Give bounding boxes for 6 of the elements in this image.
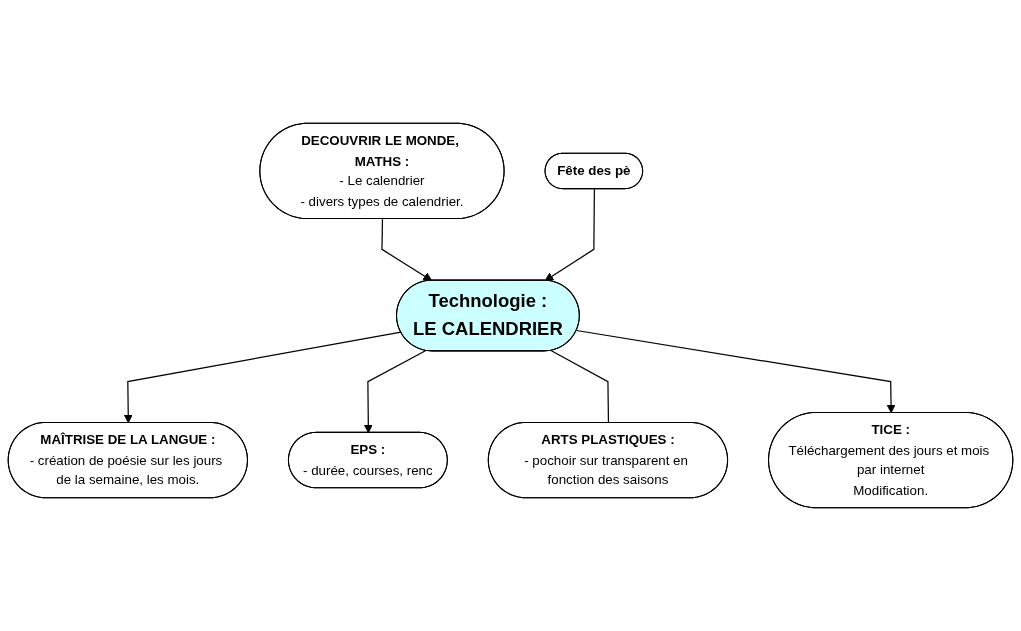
connector bbox=[550, 350, 610, 424]
arrow bbox=[576, 329, 896, 414]
arrow bbox=[381, 218, 433, 282]
arrow bbox=[123, 331, 402, 424]
arrow bbox=[544, 188, 595, 282]
arrow bbox=[363, 350, 427, 434]
